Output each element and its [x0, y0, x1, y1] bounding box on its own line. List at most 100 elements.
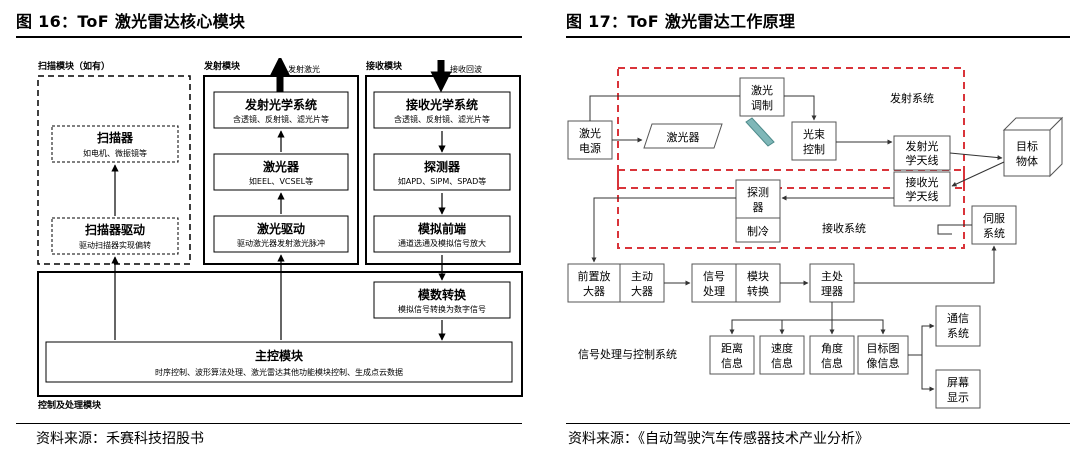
mainproc-box	[809, 263, 855, 303]
main-control-sub: 时序控制、波形算法处理、激光雷达其他功能模块控制、生成点云数据	[155, 367, 403, 377]
figure-16-title: 图 16：ToF 激光雷达核心模块	[16, 12, 246, 31]
target-to-rx-arrow	[951, 161, 1005, 187]
afe-label: 模拟前端	[418, 221, 466, 236]
image-l2: 像信息	[867, 356, 900, 370]
tx-system-region	[617, 67, 965, 189]
rx-arrow-label: 接收回波	[450, 64, 482, 74]
figure-17-source: 资料来源：《自动驾驶汽车传感器技术产业分析》	[568, 431, 869, 447]
preamp-l2: 大器	[583, 284, 605, 298]
laser-mod-l2: 调制	[751, 99, 773, 112]
laser-device-shape	[643, 123, 723, 149]
target-cube-front	[1003, 129, 1051, 177]
laser-mod-box	[739, 77, 785, 117]
tx-antenna-l1: 发射光	[906, 139, 939, 153]
target-cube-side	[1049, 116, 1063, 178]
rx-antenna-l1: 接收光	[906, 175, 939, 189]
sigproc-box	[691, 263, 737, 303]
figure-17-title-rule	[566, 36, 1070, 38]
afe-box	[373, 215, 511, 253]
to-screen-arrow	[921, 355, 935, 392]
tx-antenna-box	[893, 135, 951, 171]
screen-l2: 显示	[947, 391, 969, 404]
mod-to-beam-arrow	[784, 95, 817, 121]
screen-box	[935, 369, 981, 409]
figure-17-title: 图 17：ToF 激光雷达工作原理	[566, 12, 796, 31]
detector-to-preamp-arrow	[591, 197, 736, 263]
servo-l1: 伺服	[983, 212, 1005, 225]
detector-box-r	[735, 179, 781, 219]
tx-optics-box	[213, 91, 349, 129]
target-l1: 目标	[1016, 139, 1038, 153]
mainproc-l1: 主处	[821, 270, 843, 283]
speed-box	[759, 335, 805, 375]
scanner-module-title: 扫描模块（如有）	[38, 60, 110, 72]
figure-16-source: 资料来源：禾赛科技招股书	[36, 431, 204, 447]
tx-antenna-l2: 学天线	[906, 153, 939, 167]
laser-device-label: 激光器	[667, 130, 700, 144]
laser-power-box	[567, 120, 613, 160]
rx-system-region	[617, 169, 965, 249]
tx-module-title: 发射模块	[203, 60, 241, 72]
scanner-driver-label: 扫描器驱动	[85, 222, 145, 237]
beam-ctrl-l1: 光束	[803, 127, 825, 141]
main-control-label: 主控模块	[255, 348, 304, 363]
adc-sub: 模拟信号转换为数字信号	[398, 304, 486, 314]
laser-driver-box	[213, 215, 349, 253]
target-l2: 物体	[1016, 154, 1038, 168]
to-image-arrow	[832, 319, 886, 335]
mirror-icon	[745, 117, 775, 147]
dist-l1: 距离	[721, 341, 743, 355]
to-comm-arrow	[908, 323, 935, 356]
image-l1: 目标图	[867, 341, 900, 355]
power-to-mod-line	[589, 95, 740, 121]
comm-l1: 通信	[947, 312, 969, 325]
sigproc-l2: 处理	[703, 285, 725, 298]
beam-ctrl-box	[791, 121, 837, 161]
mainproc-to-servo-arrow	[854, 245, 997, 284]
tx-optics-label: 发射光学系统	[244, 97, 317, 112]
laser-mod-l1: 激光	[751, 83, 773, 97]
servo-feedback-line	[937, 224, 972, 235]
speed-l2: 信息	[771, 356, 793, 370]
tx-to-target-arrow	[949, 152, 1003, 161]
beam-ctrl-l2: 控制	[803, 142, 825, 156]
detector-box	[373, 153, 511, 191]
afe-sub: 通道选通及模拟信号放大	[398, 238, 486, 248]
figure-16-title-rule	[16, 36, 522, 38]
tx-optics-sub: 含透镜、反射镜、滤光片等	[233, 114, 329, 124]
laser-box	[213, 153, 349, 191]
dist-l2: 信息	[721, 356, 743, 370]
detector-l2: 器	[753, 201, 764, 214]
comm-l2: 系统	[947, 327, 969, 340]
detector-label: 探测器	[424, 159, 461, 174]
rx-module-title: 接收模块	[366, 60, 403, 72]
mainproc-l2: 理器	[821, 285, 843, 298]
laser-driver-label: 激光驱动	[257, 221, 305, 236]
scanner-module-box	[37, 75, 191, 265]
adc-l2: 转换	[747, 284, 769, 298]
rx-optics-label: 接收光学系统	[406, 97, 478, 112]
mainamp-box	[619, 263, 665, 303]
scanner-sub: 如电机、微振镜等	[83, 148, 147, 158]
mainamp-l1: 主动	[631, 270, 653, 283]
control-module-title: 控制及处理模块	[38, 399, 102, 411]
rx-antenna-box	[893, 171, 951, 207]
angle-box	[809, 335, 855, 375]
rx-optics-box	[373, 91, 511, 129]
adc-label: 模数转换	[418, 287, 467, 302]
sigproc-l1: 信号	[703, 270, 725, 283]
adc-box-r	[735, 263, 781, 303]
tx-system-label: 发射系统	[890, 91, 934, 105]
dist-box	[709, 335, 755, 375]
angle-l1: 角度	[821, 341, 843, 355]
rx-optics-sub: 含透镜、反射镜、滤光片等	[394, 114, 490, 124]
laser-driver-sub: 驱动激光器发射激光脉冲	[237, 238, 325, 248]
tx-arrow-label: 发射激光	[288, 64, 320, 74]
rx-system-label: 接收系统	[822, 221, 866, 235]
angle-l2: 信息	[821, 356, 843, 370]
adc-box	[373, 281, 511, 319]
signal-system-label: 信号处理与控制系统	[578, 347, 677, 361]
cooling-label: 制冷	[747, 225, 769, 238]
control-module-box	[37, 271, 523, 397]
comm-box	[935, 305, 981, 347]
